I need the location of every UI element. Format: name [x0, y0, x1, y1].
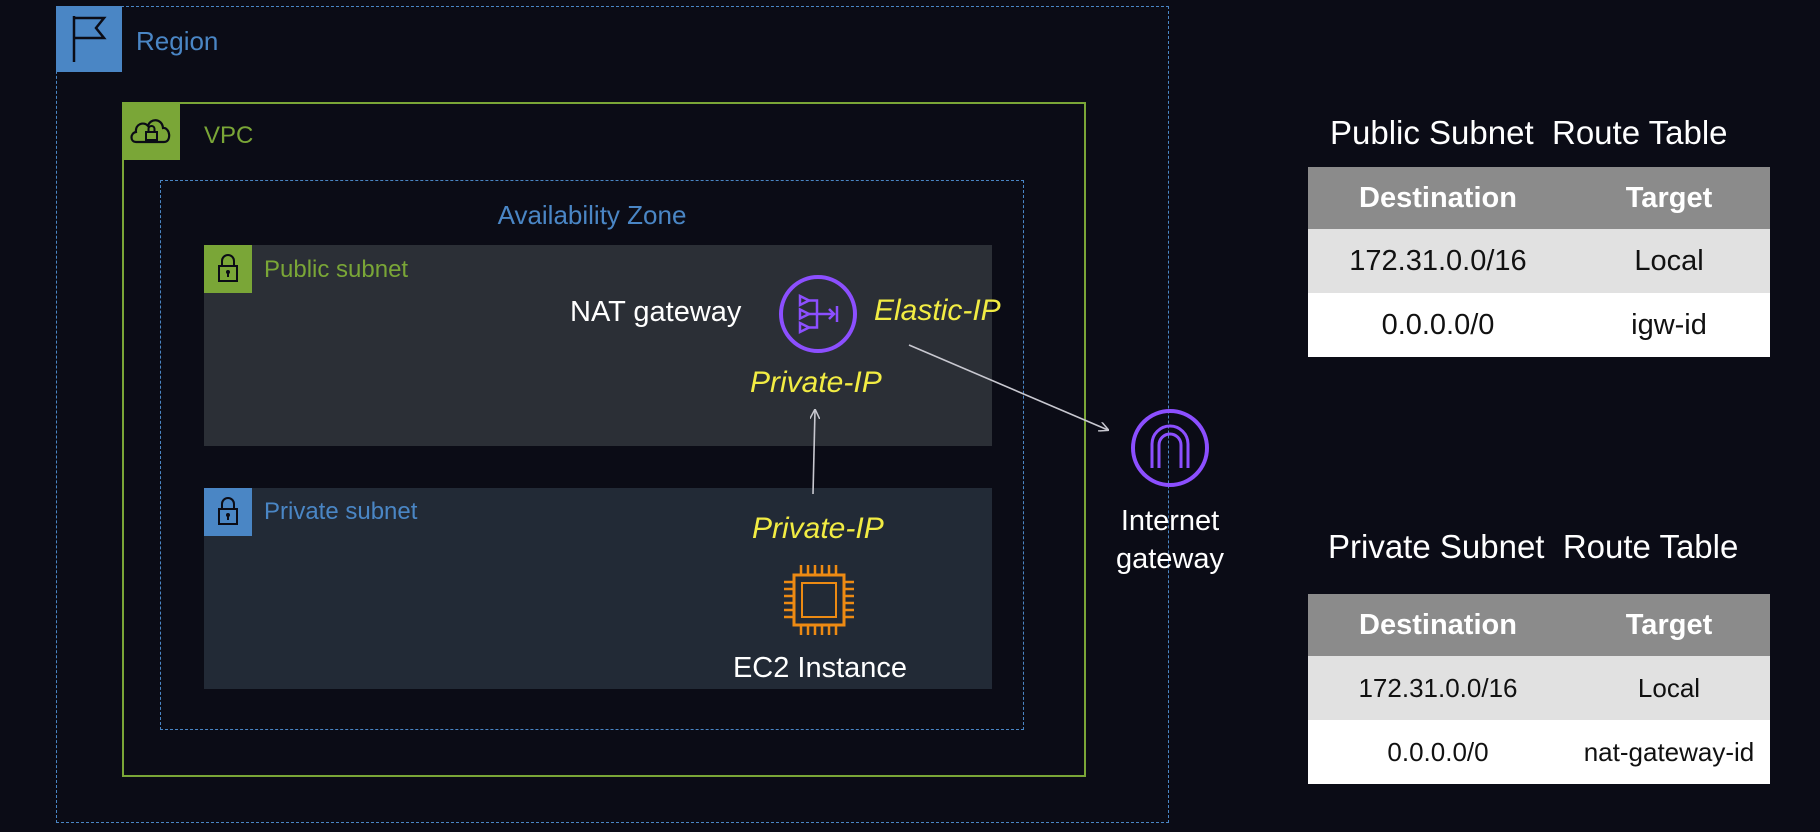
public-route-table: Destination Target 172.31.0.0/16 Local 0…	[1308, 167, 1770, 357]
table-row: 172.31.0.0/16 Local	[1308, 656, 1770, 720]
availability-zone-boundary	[160, 180, 1024, 730]
private-route-table: Destination Target 172.31.0.0/16 Local 0…	[1308, 594, 1770, 784]
cloud-lock-icon	[130, 119, 171, 144]
target-cell: Local	[1568, 656, 1770, 720]
destination-cell: 172.31.0.0/16	[1308, 656, 1568, 720]
public-route-table-title-part1: Public Subnet	[1330, 114, 1534, 151]
region-boundary	[56, 6, 1169, 823]
region-badge	[56, 6, 122, 72]
ec2-chip-icon	[776, 557, 862, 643]
column-header-destination: Destination	[1308, 594, 1568, 656]
private-subnet	[204, 488, 992, 689]
internet-gateway-label-line1: Internet	[1120, 505, 1220, 537]
region-label: Region	[136, 26, 219, 56]
internet-gateway-icon	[1128, 406, 1212, 490]
flag-icon	[72, 16, 107, 62]
column-header-target: Target	[1568, 594, 1770, 656]
nat-private-ip-label: Private-IP	[750, 366, 882, 399]
table-row: 0.0.0.0/0 nat-gateway-id	[1308, 720, 1770, 784]
nat-gateway-icon	[776, 272, 860, 356]
public-subnet-label: Public subnet	[264, 256, 409, 283]
lock-icon	[218, 254, 238, 282]
private-route-table-title-part1: Private Subnet	[1328, 528, 1545, 565]
availability-zone-label: Availability Zone	[497, 200, 687, 230]
ec2-instance-label: EC2 Instance	[732, 652, 908, 684]
private-subnet-label: Private subnet	[264, 498, 418, 525]
vpc-label: VPC	[204, 122, 254, 149]
nat-gateway-label: NAT gateway	[570, 296, 742, 328]
table-row: 172.31.0.0/16 Local	[1308, 229, 1770, 293]
destination-cell: 0.0.0.0/0	[1308, 293, 1568, 357]
target-cell: nat-gateway-id	[1568, 720, 1770, 784]
destination-cell: 0.0.0.0/0	[1308, 720, 1568, 784]
private-subnet-badge	[204, 488, 252, 536]
elastic-ip-label: Elastic-IP	[874, 294, 1001, 327]
target-cell: Local	[1568, 229, 1770, 293]
private-route-table-title-part2: Route Table	[1562, 528, 1739, 565]
lock-icon	[218, 497, 238, 525]
private-route-table-title: Private Subnet Route Table	[1328, 528, 1738, 566]
public-route-table-title-part2: Route Table	[1551, 114, 1728, 151]
internet-gateway-label: Internet gateway	[1100, 502, 1240, 578]
column-header-destination: Destination	[1308, 167, 1568, 229]
public-subnet-badge	[204, 245, 252, 293]
vpc-boundary	[122, 102, 1086, 777]
destination-cell: 172.31.0.0/16	[1308, 229, 1568, 293]
column-header-target: Target	[1568, 167, 1770, 229]
public-subnet	[204, 245, 992, 446]
public-route-table-title: Public Subnet Route Table	[1330, 114, 1728, 152]
vpc-badge	[122, 102, 180, 160]
target-cell: igw-id	[1568, 293, 1770, 357]
internet-gateway-label-line2: gateway	[1115, 543, 1224, 575]
table-row: 0.0.0.0/0 igw-id	[1308, 293, 1770, 357]
ec2-private-ip-label: Private-IP	[752, 512, 884, 545]
